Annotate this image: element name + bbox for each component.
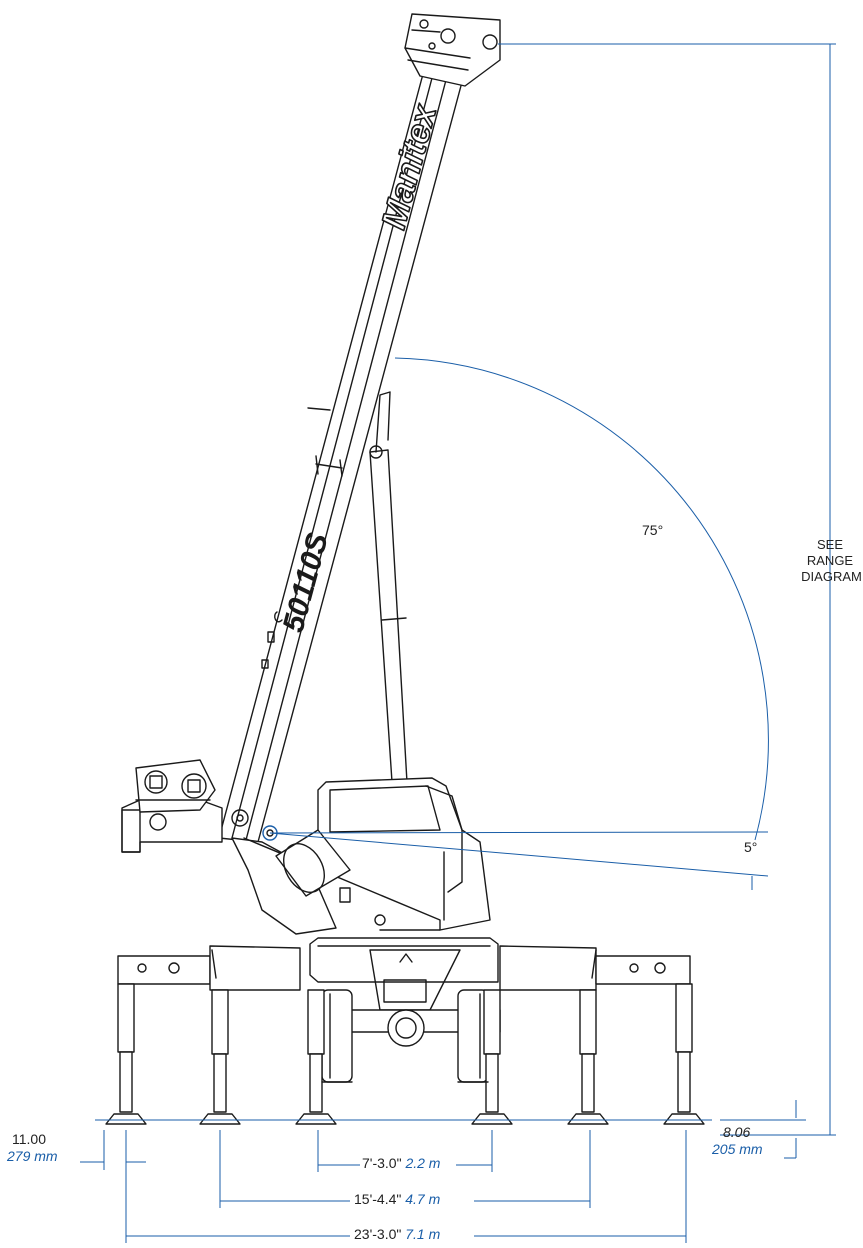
- max-angle-label: 75°: [642, 522, 664, 538]
- inner-span-imperial: 7'-3.0": [362, 1155, 402, 1171]
- clearance-metric: 205 mm: [712, 1141, 763, 1157]
- cab: [231, 777, 491, 935]
- height-note-line3: DIAGRAM: [801, 569, 862, 584]
- boom: [218, 13, 501, 843]
- jack-leg: [199, 989, 241, 1125]
- height-note-line2: RANGE: [806, 553, 854, 568]
- pad-offset-imperial: 11.00: [12, 1131, 46, 1147]
- outer-span-metric: 7.1 m: [405, 1226, 441, 1242]
- jack-leg: [105, 983, 147, 1125]
- inner-span-metric: 2.2 m: [405, 1155, 441, 1171]
- inner-span-label: 7'-3.0" 2.2 m: [362, 1156, 440, 1171]
- jack-leg: [471, 989, 513, 1125]
- jack-leg: [567, 989, 609, 1125]
- outer-span-label: 23'-3.0" 7.1 m: [354, 1227, 440, 1242]
- mid-span-imperial: 15'-4.4": [354, 1191, 402, 1207]
- jack-leg: [663, 983, 705, 1125]
- min-angle-label: 5°: [744, 839, 758, 855]
- winch-assembly: [121, 759, 223, 853]
- height-note-line1: SEE: [816, 537, 843, 552]
- outer-span-imperial: 23'-3.0": [354, 1226, 402, 1242]
- dimension-lines: [80, 43, 836, 1243]
- mid-span-metric: 4.7 m: [405, 1191, 441, 1207]
- carrier-frame: [309, 937, 501, 1083]
- clearance-imperial: 8.06: [723, 1124, 751, 1140]
- mid-span-label: 15'-4.4" 4.7 m: [354, 1192, 440, 1207]
- pad-offset-metric: 279 mm: [7, 1148, 58, 1164]
- jack-leg: [295, 989, 337, 1125]
- outrigger-beams: [117, 945, 691, 991]
- outrigger-legs: [105, 983, 705, 1125]
